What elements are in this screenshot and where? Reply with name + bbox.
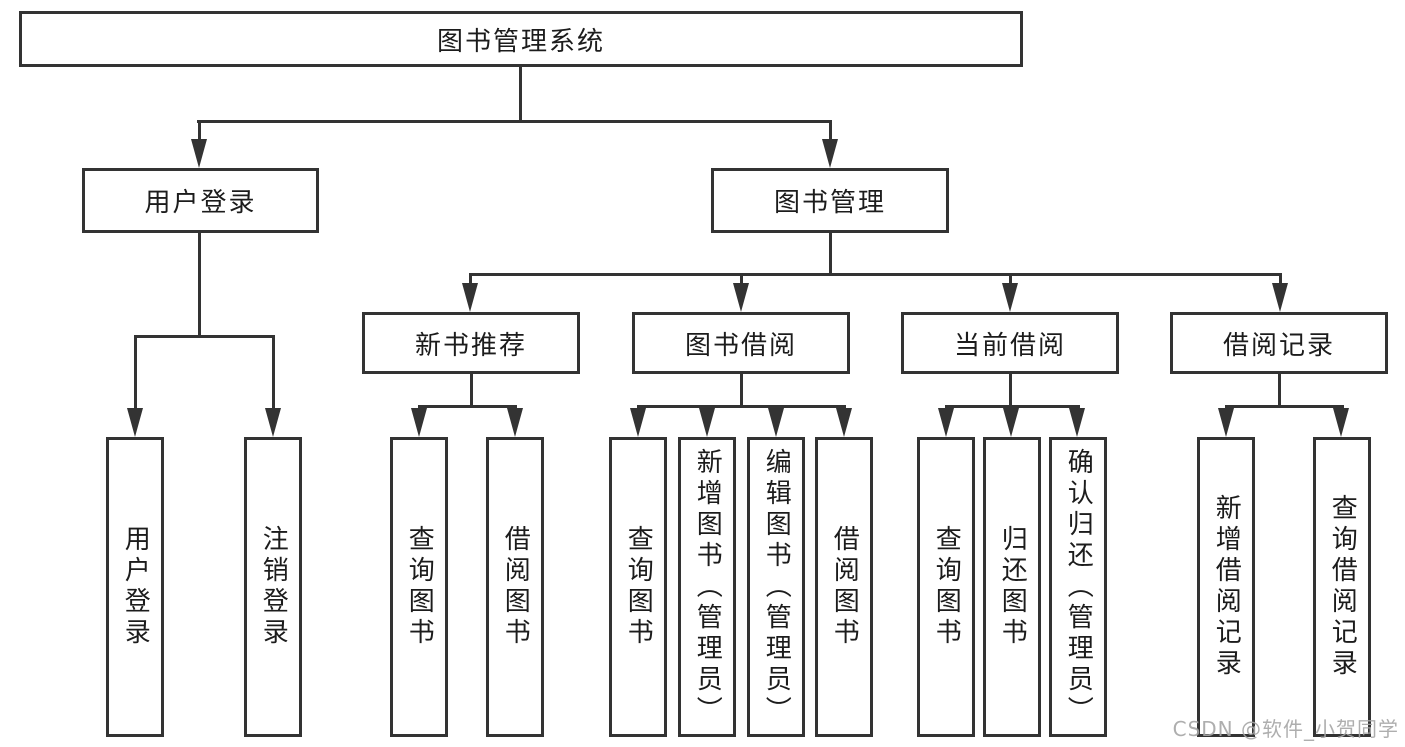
connector-userlogin-stub: [198, 233, 201, 335]
connector-shaft: [1279, 273, 1282, 283]
leaf-user-login: 用户登录: [106, 437, 164, 737]
arrowhead-down-icon: [1003, 408, 1019, 437]
arrowhead-down-icon: [699, 408, 715, 437]
arrowhead-down-icon: [822, 139, 838, 168]
arrowhead-down-icon: [733, 283, 749, 312]
node-new-book-recommend-label: 新书推荐: [414, 330, 527, 361]
arrowhead-down-icon: [127, 408, 143, 437]
leaf-borrow-book-2: 借阅图书: [815, 437, 873, 737]
arrowhead-down-icon: [462, 283, 478, 312]
leaf-label: 归还图书: [997, 525, 1028, 649]
connector-newbook-stub: [470, 374, 473, 405]
leaf-label: 用户登录: [120, 525, 151, 649]
connector-shaft: [272, 335, 275, 408]
node-new-book-recommend: 新书推荐: [362, 312, 580, 374]
leaf-confirm-return-admin: 确认归还（管理员）: [1049, 437, 1107, 737]
node-book-management: 图书管理: [711, 168, 949, 233]
connector-userlogin-hline: [134, 335, 275, 338]
connector-shaft: [134, 335, 137, 408]
leaf-label: 借阅图书: [500, 525, 531, 649]
node-borrow-record-label: 借阅记录: [1222, 330, 1335, 361]
arrowhead-down-icon: [630, 408, 646, 437]
node-book-management-label: 图书管理: [773, 188, 886, 218]
node-current-borrow-label: 当前借阅: [953, 330, 1066, 361]
leaf-label: 注销登录: [258, 525, 289, 649]
leaf-label: 确认归还（管理员）: [1063, 447, 1094, 727]
connector-shaft: [198, 120, 201, 139]
connector-borrow-stub: [740, 374, 743, 405]
connector-record-stub: [1278, 374, 1281, 405]
node-user-login-label: 用户登录: [144, 188, 257, 218]
arrowhead-down-icon: [507, 408, 523, 437]
arrowhead-down-icon: [1069, 408, 1085, 437]
node-current-borrow: 当前借阅: [901, 312, 1119, 374]
connector-root-hline: [197, 120, 831, 123]
node-root: 图书管理系统: [19, 11, 1023, 67]
connector-root-stub: [519, 67, 522, 120]
leaf-label: 查询图书: [931, 525, 962, 649]
connector-shaft: [829, 120, 832, 139]
connector-newbook-hline: [418, 405, 517, 408]
leaf-label: 借阅图书: [829, 525, 860, 649]
leaf-logout: 注销登录: [244, 437, 302, 737]
connector-record-hline: [1225, 405, 1344, 408]
leaf-label: 新增借阅记录: [1211, 494, 1242, 680]
connector-current-stub: [1009, 374, 1012, 405]
leaf-label: 编辑图书（管理员）: [761, 447, 792, 727]
node-book-borrow-label: 图书借阅: [684, 330, 797, 361]
leaf-label: 查询图书: [623, 525, 654, 649]
arrowhead-down-icon: [1002, 283, 1018, 312]
node-book-borrow: 图书借阅: [632, 312, 850, 374]
connector-shaft: [1009, 273, 1012, 283]
leaf-borrow-book-1: 借阅图书: [486, 437, 544, 737]
leaf-label: 查询图书: [404, 525, 435, 649]
connector-shaft: [469, 273, 472, 283]
node-root-label: 图书管理系统: [436, 26, 605, 57]
connector-bookmgmt-hline: [469, 273, 1282, 276]
connector-borrow-hline: [637, 405, 846, 408]
csdn-watermark: CSDN @软件_小贺同学: [1172, 717, 1399, 741]
arrowhead-down-icon: [411, 408, 427, 437]
arrowhead-down-icon: [1333, 408, 1349, 437]
leaf-label: 查询借阅记录: [1327, 494, 1358, 680]
node-user-login: 用户登录: [82, 168, 319, 233]
node-borrow-record: 借阅记录: [1170, 312, 1388, 374]
arrowhead-down-icon: [768, 408, 784, 437]
arrowhead-down-icon: [265, 408, 281, 437]
leaf-query-book-2: 查询图书: [609, 437, 667, 737]
leaf-label: 新增图书（管理员）: [692, 447, 723, 727]
connector-shaft: [740, 273, 743, 283]
arrowhead-down-icon: [191, 139, 207, 168]
leaf-return-book: 归还图书: [983, 437, 1041, 737]
leaf-add-book-admin: 新增图书（管理员）: [678, 437, 736, 737]
arrowhead-down-icon: [1218, 408, 1234, 437]
leaf-query-book-3: 查询图书: [917, 437, 975, 737]
connector-bookmgmt-stub: [829, 233, 832, 273]
arrowhead-down-icon: [1272, 283, 1288, 312]
leaf-query-borrow-record: 查询借阅记录: [1313, 437, 1371, 737]
arrowhead-down-icon: [836, 408, 852, 437]
leaf-edit-book-admin: 编辑图书（管理员）: [747, 437, 805, 737]
leaf-add-borrow-record: 新增借阅记录: [1197, 437, 1255, 737]
leaf-query-book-1: 查询图书: [390, 437, 448, 737]
arrowhead-down-icon: [938, 408, 954, 437]
